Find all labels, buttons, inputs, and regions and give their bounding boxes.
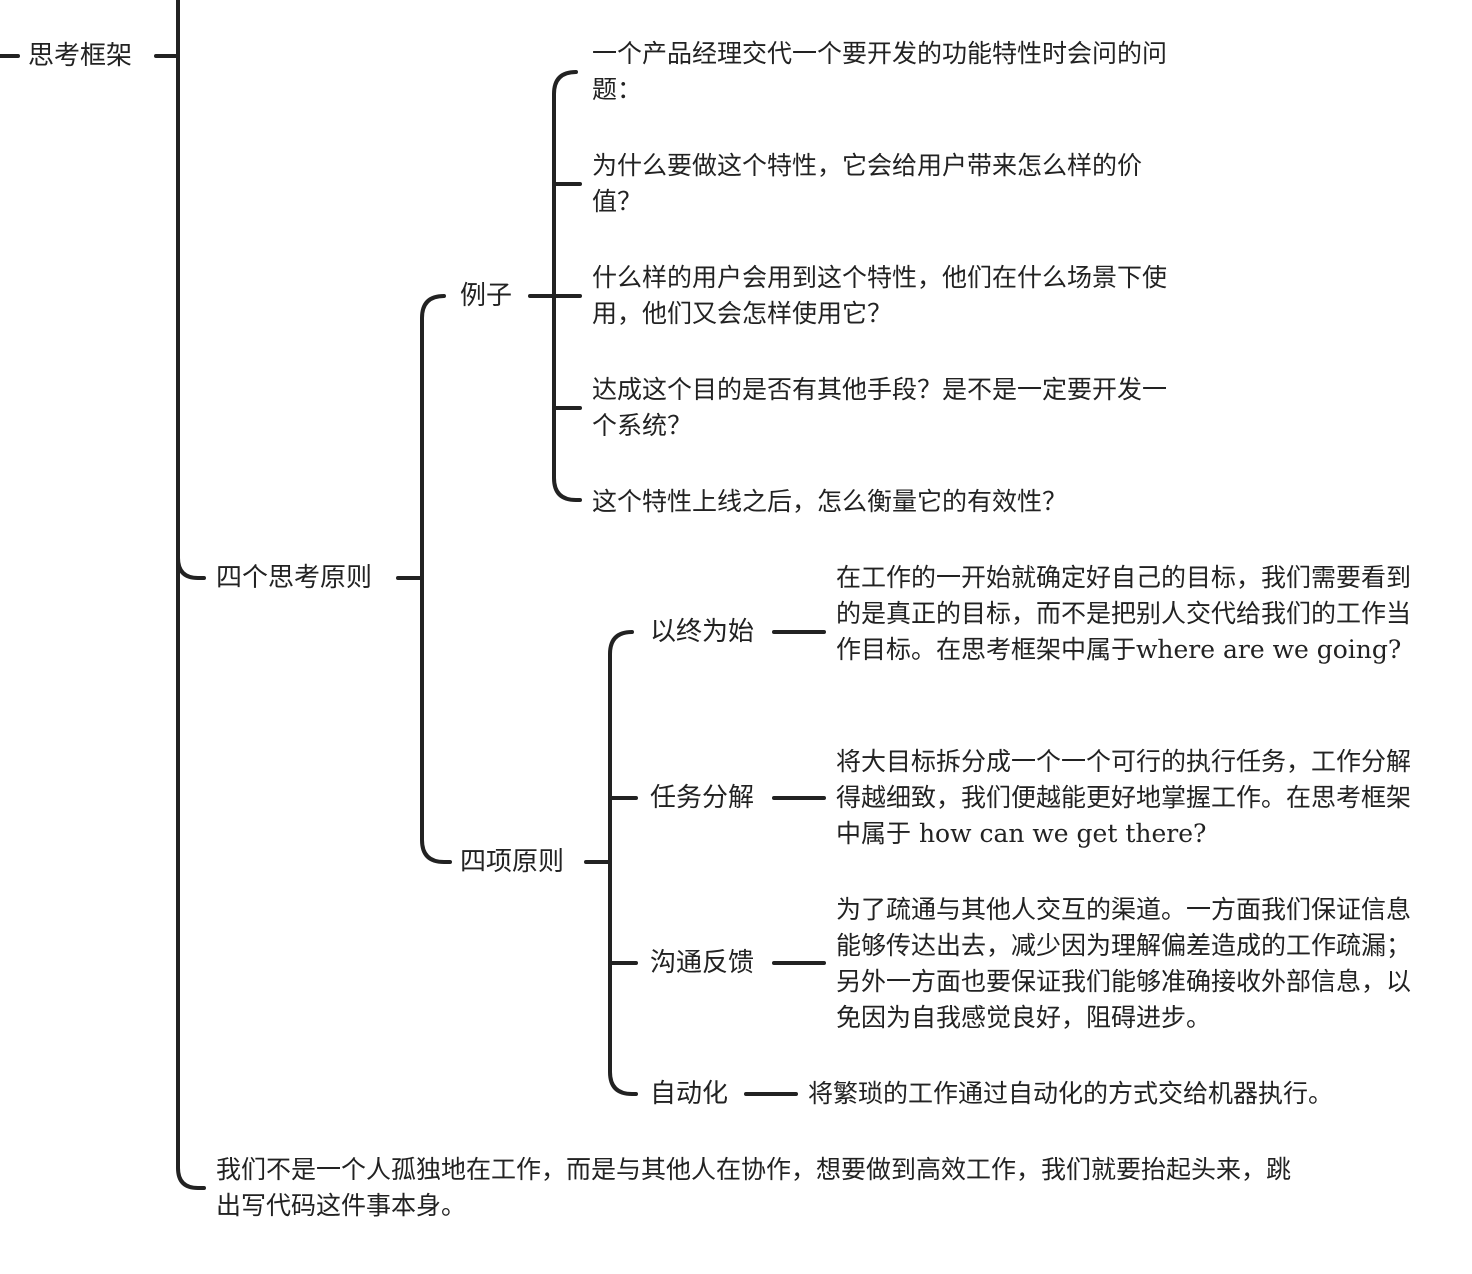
node-principle-feedback[interactable]: 沟通反馈 bbox=[650, 948, 755, 978]
node-summary[interactable]: 我们不是一个人孤独地在工作，而是与其他人在协作，想要做到高效工作，我们就要抬起头… bbox=[216, 1155, 1292, 1220]
connector-example-spine bbox=[552, 70, 582, 502]
example-item-4[interactable]: 达成这个目的是否有其他手段？是不是一定要开发一个系统？ bbox=[592, 375, 1168, 440]
node-example[interactable]: 例子 bbox=[460, 281, 513, 311]
principle-feedback-desc[interactable]: 为了疏通与其他人交互的渠道。一方面我们保证信息能够传达出去，减少因为理解偏差造成… bbox=[836, 895, 1412, 1032]
node-four-items[interactable]: 四项原则 bbox=[460, 847, 565, 877]
example-item-1[interactable]: 一个产品经理交代一个要开发的功能特性时会问的问题： bbox=[592, 39, 1168, 104]
principle-begin-with-end-desc[interactable]: 在工作的一开始就确定好自己的目标，我们需要看到的是真正的目标，而不是把别人交代给… bbox=[836, 563, 1412, 664]
node-principle-automation[interactable]: 自动化 bbox=[650, 1079, 729, 1109]
connector-to-four-principles bbox=[176, 556, 206, 580]
node-four-principles[interactable]: 四个思考原则 bbox=[216, 563, 373, 593]
example-item-2[interactable]: 为什么要做这个特性，它会给用户带来怎么样的价值？ bbox=[592, 151, 1143, 216]
example-item-5[interactable]: 这个特性上线之后，怎么衡量它的有效性？ bbox=[592, 487, 1068, 516]
principle-task-breakdown-desc[interactable]: 将大目标拆分成一个一个可行的执行任务，工作分解得越细致，我们便越能更好地掌握工作… bbox=[836, 747, 1412, 848]
example-item-3[interactable]: 什么样的用户会用到这个特性，他们在什么场景下使用，他们又会怎样使用它？ bbox=[592, 263, 1168, 328]
connector-four-items-spine bbox=[608, 630, 638, 1096]
node-thinking-framework[interactable]: 思考框架 bbox=[28, 41, 133, 71]
connector-principles-spine bbox=[420, 294, 452, 864]
connector-main-spine bbox=[176, 0, 206, 1190]
principle-automation-desc[interactable]: 将繁琐的工作通过自动化的方式交给机器执行。 bbox=[808, 1079, 1334, 1108]
node-principle-task-breakdown[interactable]: 任务分解 bbox=[650, 783, 755, 813]
node-principle-begin-with-end[interactable]: 以终为始 bbox=[650, 617, 755, 647]
